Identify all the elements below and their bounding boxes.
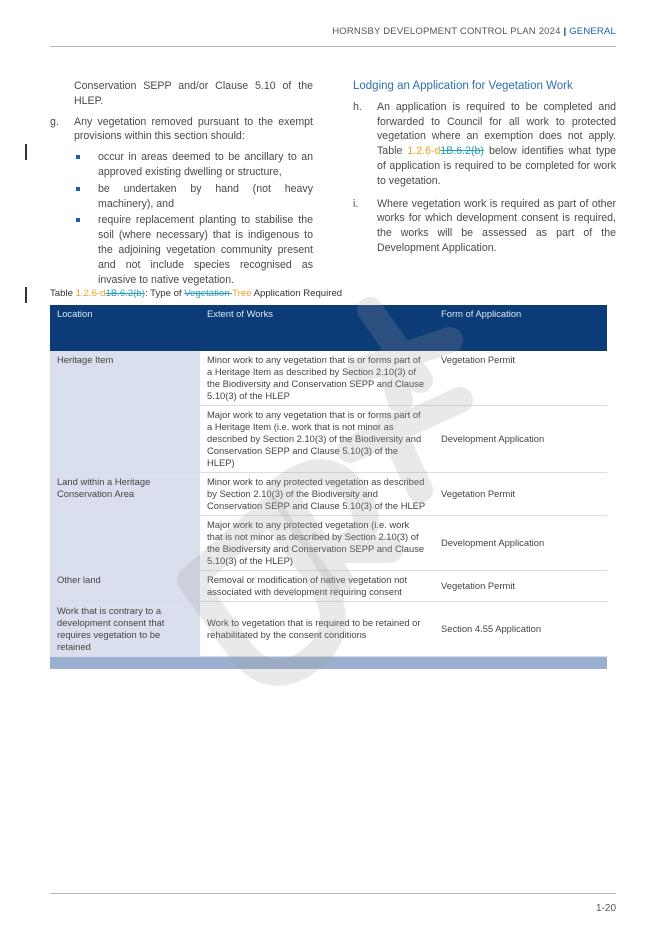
table-row: Work that is contrary to a development c…	[50, 601, 607, 657]
location-cell: Heritage Item	[50, 351, 200, 473]
bullet-icon	[76, 186, 80, 191]
column-header-location: Location	[50, 305, 200, 351]
location-cell: Other land	[50, 570, 200, 602]
section-heading: Lodging an Application for Vegetation Wo…	[353, 80, 573, 92]
right-column: Lodging an Application for Vegetation Wo…	[353, 79, 616, 256]
extent-cell: Removal or modification of native vegeta…	[200, 570, 434, 602]
page-header: HORNSBY DEVELOPMENT CONTROL PLAN 2024 | …	[332, 26, 616, 37]
item-marker: i.	[353, 197, 359, 210]
extent-cell: Major work to any vegetation that is or …	[200, 405, 434, 473]
section-name: GENERAL	[569, 26, 616, 37]
continuation-text: Conservation SEPP and/or Clause 5.10 of …	[74, 80, 313, 107]
table-row: Heritage Item Minor work to any vegetati…	[50, 351, 607, 473]
table-ref-deleted: 1B.6.2(b)	[440, 145, 484, 158]
form-cell: Vegetation Permit	[434, 472, 607, 516]
left-column: Conservation SEPP and/or Clause 5.10 of …	[50, 79, 313, 289]
header-separator: |	[563, 26, 567, 37]
footer-rule	[50, 893, 616, 894]
extent-cell: Minor work to any protected vegetation a…	[200, 472, 434, 516]
form-cell: Vegetation Permit	[434, 570, 607, 602]
table-footer-bar	[50, 656, 607, 669]
bullet-item: occur in areas deemed to be ancillary to…	[50, 150, 313, 180]
list-item-i: i. Where vegetation work is required as …	[353, 197, 616, 256]
caption-word-new: Tree	[232, 288, 252, 299]
table-ref-new: 1.2.6-d	[407, 145, 441, 158]
page-number: 1-20	[595, 903, 616, 914]
header-rule	[50, 46, 616, 47]
form-cell: Section 4.55 Application	[434, 601, 607, 657]
location-cell: Land within a Heritage Conservation Area	[50, 472, 200, 571]
item-marker: g.	[50, 115, 59, 128]
caption-word-deleted: Vegetation	[184, 288, 233, 299]
bullet-item: require replacement planting to stabilis…	[50, 213, 313, 287]
application-table: Location Extent of Works Form of Applica…	[50, 305, 607, 669]
bullet-icon	[76, 155, 80, 160]
extent-cell: Minor work to any vegetation that is or …	[200, 351, 434, 406]
extent-cell: Work to vegetation that is required to b…	[200, 601, 434, 657]
location-cell: Work that is contrary to a development c…	[50, 601, 200, 657]
item-text: Where vegetation work is required as par…	[377, 197, 616, 254]
list-item-g: g. Any vegetation removed pursuant to th…	[50, 115, 313, 145]
caption-ref-deleted: 1B.6.2(b)	[105, 288, 145, 299]
document-title: HORNSBY DEVELOPMENT CONTROL PLAN 2024	[332, 26, 561, 37]
column-header-form: Form of Application	[434, 305, 607, 351]
bullet-item: be undertaken by hand (not heavy machine…	[50, 182, 313, 212]
form-cell: Vegetation Permit	[434, 351, 607, 406]
table-row: Major work to any vegetation that is or …	[50, 405, 607, 473]
list-item-h: h. An application is required to be comp…	[353, 100, 616, 187]
item-text: Any vegetation removed pursuant to the e…	[74, 115, 313, 143]
table-row: Land within a Heritage Conservation Area…	[50, 472, 607, 571]
item-marker: h.	[353, 100, 362, 113]
caption-ref-new: 1.2.6-d	[75, 288, 106, 299]
change-bar-1	[25, 144, 27, 160]
bullet-icon	[76, 218, 80, 223]
table-header-row: Location Extent of Works Form of Applica…	[50, 305, 607, 351]
form-cell: Development Application	[434, 405, 607, 473]
table-caption: Table 1.2.6-d1B.6.2(b): Type of Vegetati…	[50, 288, 343, 299]
change-bar-2	[25, 287, 27, 303]
table-row: Other land Removal or modification of na…	[50, 570, 607, 602]
column-header-extent: Extent of Works	[200, 305, 434, 351]
bullet-list: occur in areas deemed to be ancillary to…	[50, 150, 313, 287]
extent-cell: Major work to any protected vegetation (…	[200, 515, 434, 571]
table-row: Major work to any protected vegetation (…	[50, 515, 607, 571]
form-cell: Development Application	[434, 515, 607, 571]
